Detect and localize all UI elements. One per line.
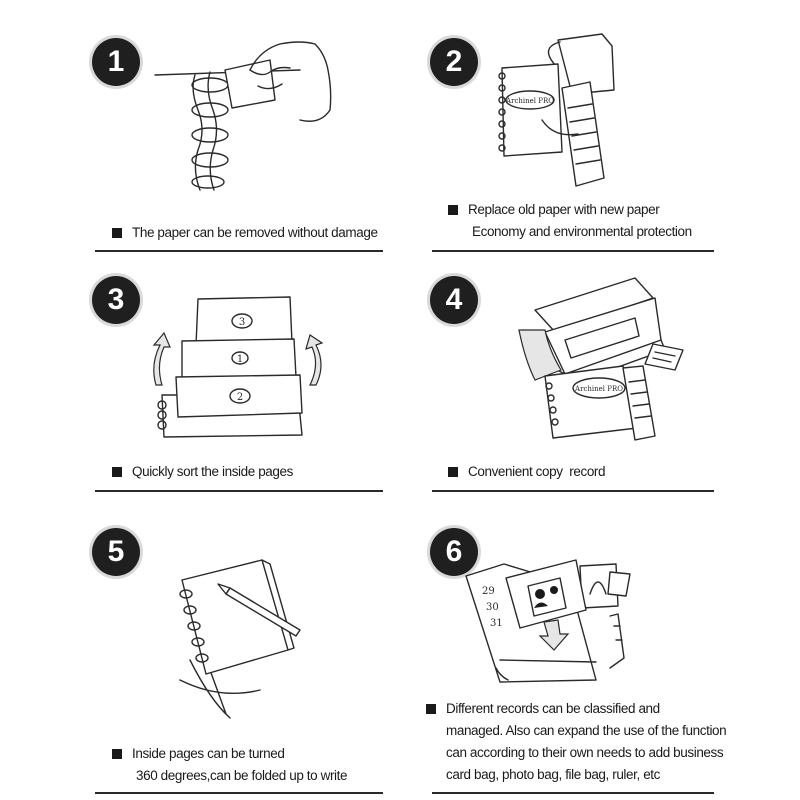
step-3-badge: 3 [92, 276, 140, 324]
step-4-badge: 4 [430, 276, 478, 324]
hand-icon [249, 41, 332, 122]
step-1-caption: The paper can be removed without damage [112, 222, 378, 244]
step-1-badge: 1 [92, 38, 140, 86]
step-5-divider [95, 792, 383, 794]
step-2-caption: Replace old paper with new paper Economy… [448, 199, 692, 243]
binder-ring-icon [191, 71, 229, 191]
step-6-illustration: 29 30 31 [465, 559, 631, 683]
step-5-illustration [179, 559, 301, 719]
step-3-illustration: 3 1 2 [152, 296, 324, 438]
step-5-badge: 5 [92, 528, 140, 576]
step-3-caption: Quickly sort the inside pages [112, 461, 293, 483]
brand-label: Archinel PRO [505, 97, 554, 105]
page-number: 1 [237, 354, 243, 365]
step-1-divider [95, 250, 383, 252]
arrow-icon [541, 119, 579, 136]
bullet-icon [448, 467, 458, 477]
step-4-caption: Convenient copy record [448, 461, 606, 483]
step-4-illustration: Archinel PRO [518, 277, 684, 441]
step-1-illustration [154, 41, 332, 191]
step-6-divider [432, 792, 714, 794]
tab-number: 30 [486, 602, 499, 613]
tab-number: 31 [490, 618, 503, 629]
page-number: 3 [239, 317, 245, 328]
arrow-icon [152, 331, 171, 386]
arrow-icon [305, 334, 324, 386]
step-4-divider [432, 490, 714, 492]
tab-number: 29 [482, 586, 495, 597]
printer-icon [534, 277, 666, 383]
arrow-icon [538, 619, 570, 651]
step-2-illustration: Archinel PRO [498, 33, 615, 187]
page-number: 2 [237, 392, 243, 403]
bullet-icon [448, 205, 458, 215]
step-2-badge: 2 [430, 38, 478, 86]
step-6-badge: 6 [430, 528, 478, 576]
brand-label: Archinel PRO [574, 385, 623, 393]
step-6-caption: Different records can be classified and … [426, 698, 727, 786]
photo-icon [505, 559, 587, 629]
pen-icon [217, 583, 301, 637]
step-5-caption: Inside pages can be turned 360 degrees,c… [112, 743, 348, 787]
step-3-divider [95, 490, 383, 492]
step-2-divider [432, 250, 714, 252]
bullet-icon [426, 704, 436, 714]
bullet-icon [112, 228, 122, 238]
bullet-icon [112, 749, 122, 759]
bullet-icon [112, 467, 122, 477]
